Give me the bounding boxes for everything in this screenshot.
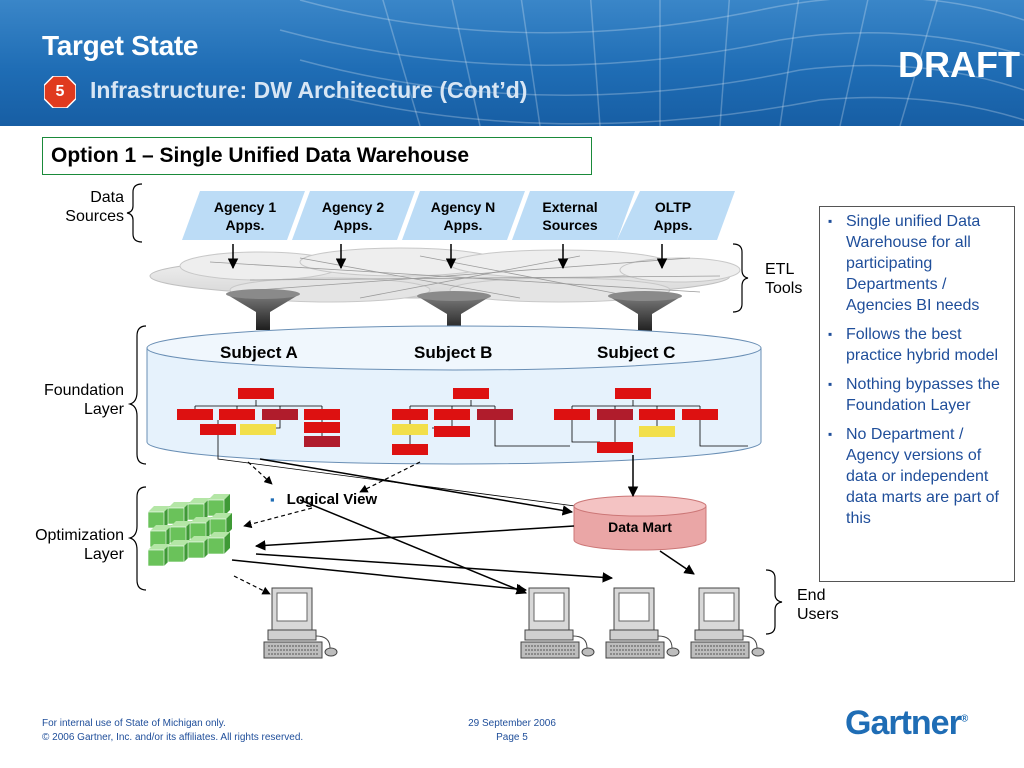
footer-date: 29 September 2006 [468,718,556,729]
key-point: Single unified Data Warehouse for all pa… [826,211,1010,316]
source-agency-2-line2: Apps. [333,217,373,233]
key-points-box: Single unified Data Warehouse for all pa… [819,206,1015,582]
data-sources-label: Data Sources [40,188,124,226]
computer-icon [690,587,765,659]
computer-icon [263,587,338,659]
footer-disclaimer: For internal use of State of Michigan on… [42,717,303,745]
olap-cubes-icon [147,494,232,567]
cube-face [226,513,232,535]
key-points-list: Single unified Data Warehouse for all pa… [826,211,1010,529]
option-title: Option 1 – Single Unified Data Warehouse [42,137,592,175]
source-oltp: OLTP Apps. [618,194,728,240]
end-user-computers [263,587,765,659]
source-agency-1-line2: Apps. [225,217,265,233]
cube-face [224,532,230,554]
draft-watermark: DRAFT [898,44,1020,85]
subject-b-tables [392,388,570,455]
etl-funnels [226,289,682,332]
optimization-layer-label-line2: Layer [83,546,124,563]
key-point: No Department / Agency versions of data … [826,424,1010,529]
source-oltp-line2: Apps. [653,217,693,233]
source-agency-2: Agency 2 Apps. [298,194,408,240]
brace-end-users [765,569,783,635]
cube-face [208,494,230,500]
cube-face [170,521,192,527]
key-point: Nothing bypasses the Foundation Layer [826,374,1010,416]
subject-c-label: Subject C [597,343,676,362]
footer-usage-note: For internal use of State of Michigan on… [42,718,226,729]
slide-subtitle: Infrastructure: DW Architecture (Cont’d) [90,77,528,103]
gartner-logo-text: Gartner [845,704,962,742]
etl-tools-label-line1: ETL [765,261,795,278]
subject-a-tables [177,388,576,507]
foundation-layer-label-line1: Foundation [43,382,124,399]
foundation-layer-label: Foundation Layer [20,381,124,419]
source-oltp-line1: OLTP [654,199,692,215]
source-agency-n: Agency N Apps. [408,194,518,240]
end-users-label-line2: Users [797,606,839,623]
section-number: 5 [55,83,65,100]
gartner-logo-mark: ® [960,713,968,725]
source-external-line2: Sources [542,217,598,233]
cube-face [148,544,170,550]
subject-b-label: Subject B [414,343,493,362]
key-point: Follows the best practice hybrid model [826,324,1010,366]
cube-face [190,517,212,523]
slide-title: Target State [42,30,199,61]
section-badge: 5 [43,75,77,109]
end-users-label: End Users [797,586,839,624]
cube-face [167,545,185,563]
data-sources-label-line2: Sources [65,208,124,225]
computer-icon [605,587,680,659]
cube-face [188,536,210,542]
optimization-layer-label-line1: Optimization [35,527,124,544]
brace-optimization [127,486,147,591]
header-banner: Target State 5 Infrastructure: DW Archit… [0,0,1024,126]
source-external-line1: External [542,199,598,215]
source-agency-n-line2: Apps. [443,217,483,233]
cube-face [150,525,172,531]
etl-tools-label-line2: Tools [765,280,803,297]
source-agency-n-line1: Agency N [430,199,496,215]
cube-face [147,549,165,567]
source-agency-1: Agency 1 Apps. [190,194,300,240]
gartner-logo: Gartner® [845,704,968,743]
cube-face [208,532,230,538]
cube-face [148,506,170,512]
source-agency-1-line1: Agency 1 [213,199,277,215]
brace-data-sources [126,183,143,243]
brace-foundation [127,325,147,465]
footer-date-page: 29 September 2006 Page 5 [440,717,584,745]
subject-a-label: Subject A [220,343,298,362]
foundation-layer-label-line2: Layer [83,401,124,418]
data-sources-label-line1: Data [90,189,124,206]
cube-face [168,540,190,546]
cube-face [210,513,232,519]
cube-face [207,537,225,555]
etl-cloud [149,247,741,303]
etl-tools-label: ETL Tools [765,260,802,298]
computer-icon [520,587,595,659]
cube-face [224,494,230,516]
cube-face [168,502,190,508]
footer-page-number: Page 5 [496,732,528,743]
header-grid-pattern [279,0,1024,126]
brace-etl [732,243,749,313]
end-users-label-line1: End [797,587,826,604]
optimization-layer-label: Optimization Layer [10,526,124,564]
subject-c-tables [554,388,748,453]
data-mart-cylinder [573,495,707,551]
source-external: External Sources [515,194,625,240]
logical-view-label: Logical View [270,491,378,508]
cube-face [187,541,205,559]
cube-face [188,498,210,504]
footer-copyright: © 2006 Gartner, Inc. and/or its affiliat… [42,732,304,743]
source-tiles [182,191,735,240]
source-agency-2-line1: Agency 2 [321,199,385,215]
data-mart-label: Data Mart [608,519,672,535]
